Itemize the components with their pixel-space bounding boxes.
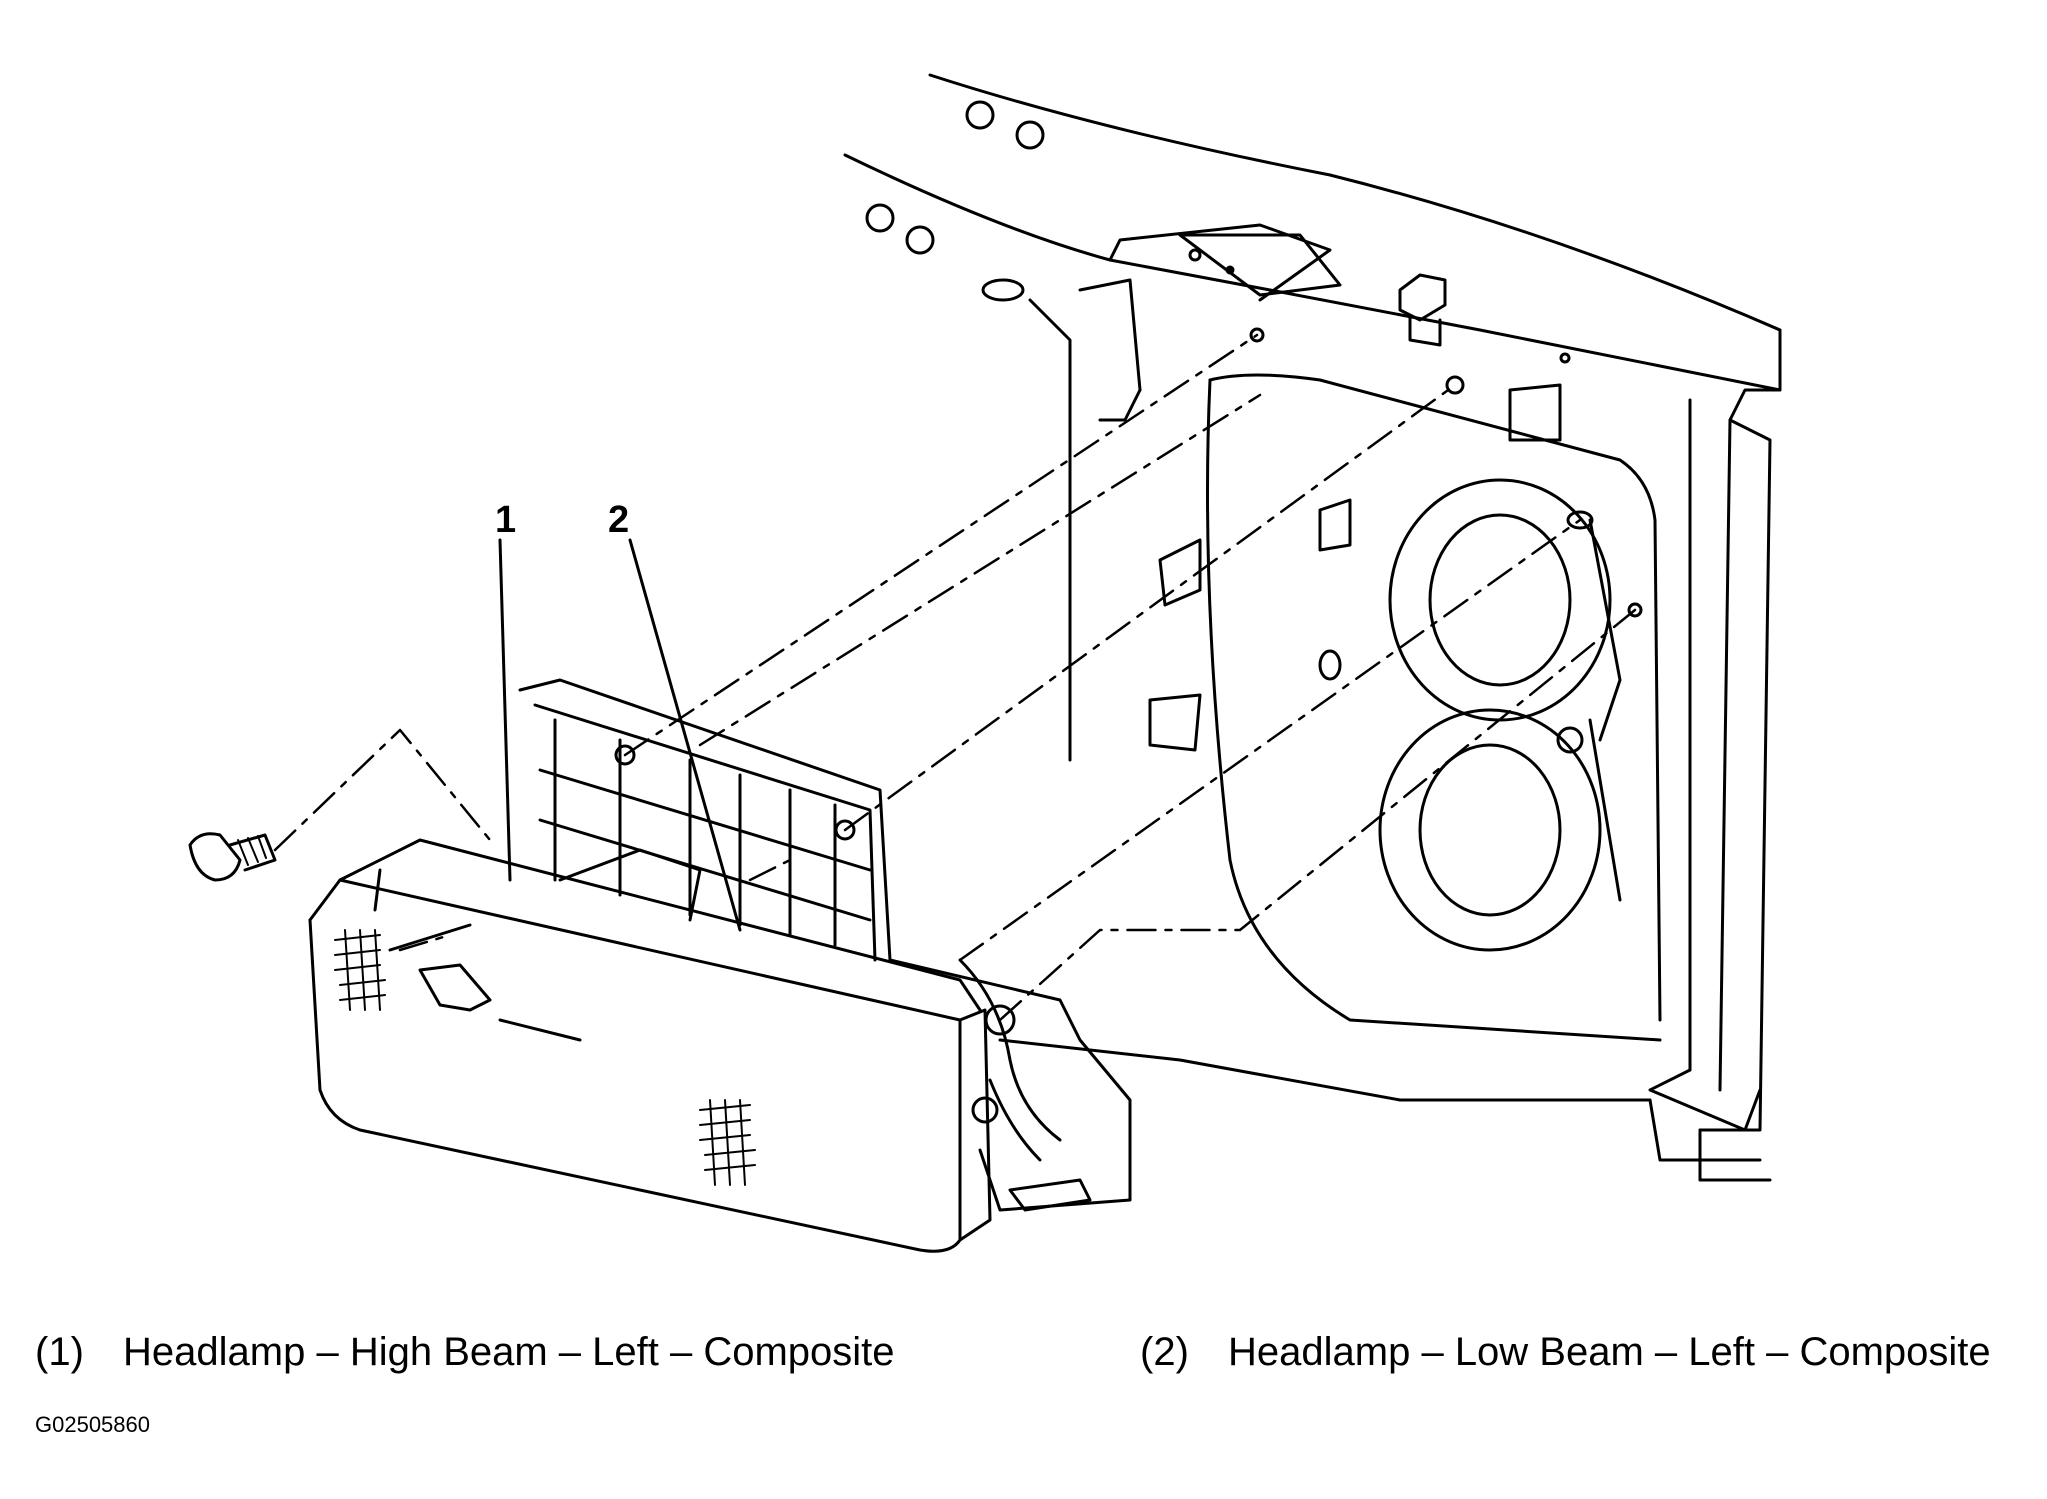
legend-item-1: (1) Headlamp – High Beam – Left – Compos…: [35, 1330, 895, 1375]
legend-item-1-label: Headlamp – High Beam – Left – Composite: [123, 1330, 895, 1374]
callout-leaders: [498, 538, 742, 932]
radiator-support-panel: [843, 73, 1782, 1182]
headlamp-mounting-bracket: [518, 678, 1132, 1212]
legend-item-1-number: (1): [35, 1330, 84, 1374]
callout-2-number: 2: [608, 499, 629, 541]
alignment-lines: [273, 333, 1637, 1022]
mounting-screw: [188, 832, 277, 882]
headlamp-assembly: [308, 838, 992, 1253]
legend-item-2-label: Headlamp – Low Beam – Left – Composite: [1228, 1330, 1991, 1374]
legend-item-2: (2) Headlamp – Low Beam – Left – Composi…: [1140, 1330, 1991, 1375]
legend-item-2-number: (2): [1140, 1330, 1189, 1374]
figure-id: G02505860: [35, 1412, 150, 1437]
callout-1-number: 1: [495, 499, 516, 541]
headlamp-exploded-diagram: 1 2: [188, 73, 1782, 1253]
